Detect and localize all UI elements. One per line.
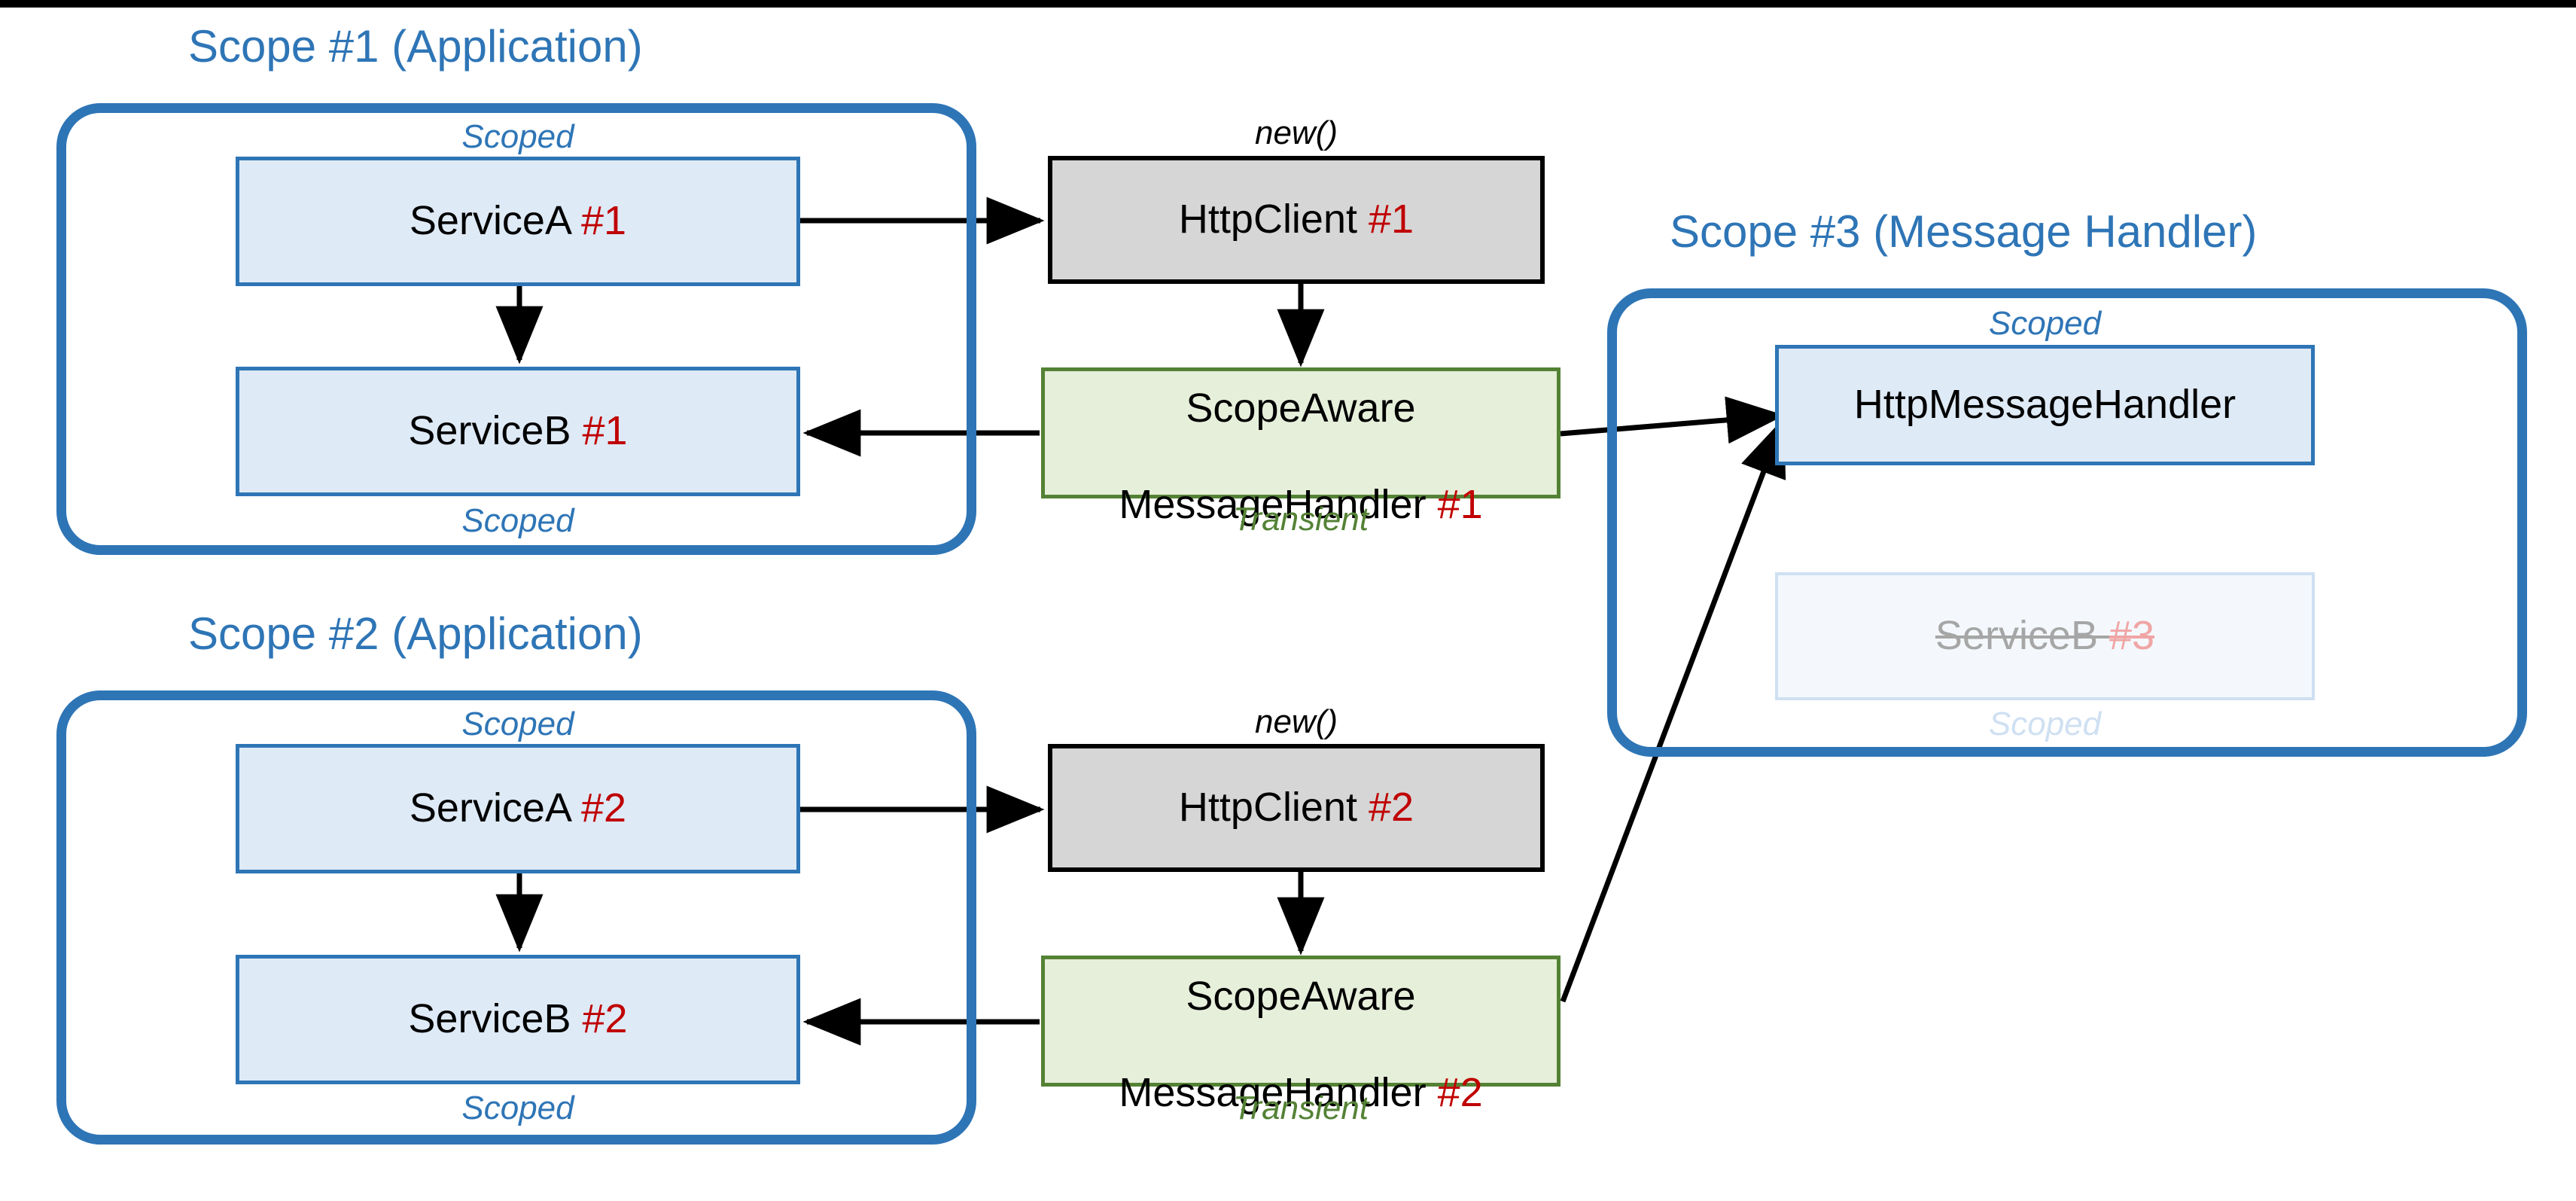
httpClient2-label: HttpClient [1178,785,1369,831]
node-serviceB2[interactable]: ServiceB #2 [236,955,800,1084]
serviceB1-label: ServiceB [408,408,583,454]
node-handler1[interactable]: ScopeAware MessageHandler #1 [1041,367,1561,527]
top-black-strip [0,0,2576,8]
serviceB1-caption: Scoped [461,502,574,539]
node-serviceA1[interactable]: ServiceA #1 [236,157,800,286]
scope2-container [56,690,976,1145]
scope1-container [56,103,976,555]
httpClient1-label: HttpClient [1178,197,1369,242]
serviceB3-number: #3 [2109,613,2155,659]
httpClient1-caption: new() [1254,114,1338,151]
serviceB1-number: #1 [582,408,628,454]
httpMessageHandler-caption: Scoped [1988,305,2102,342]
node-httpClient2[interactable]: HttpClient #2 [1048,744,1545,872]
node-serviceB3[interactable]: ServiceB #3 [1775,572,2315,700]
handler2-number: #2 [1437,1069,1483,1115]
httpMessageHandler-label: HttpMessageHandler [1853,382,2236,428]
httpClient1-number: #1 [1369,197,1414,242]
serviceA2-caption: Scoped [461,706,574,742]
handler1-number: #1 [1437,481,1483,527]
handler1-line2: MessageHandler [1119,481,1438,527]
scope3-container [1607,288,2527,757]
node-serviceB1[interactable]: ServiceB #1 [236,367,800,496]
serviceB2-label: ServiceB [408,996,583,1042]
httpClient2-caption: new() [1254,703,1338,740]
serviceA2-number: #2 [581,785,627,831]
serviceB3-label: ServiceB [1935,613,2109,659]
scope2-title: Scope #2 (Application) [188,608,643,659]
serviceA2-label: ServiceA [409,785,582,831]
serviceB2-caption: Scoped [461,1090,574,1126]
serviceB2-number: #2 [582,996,628,1042]
scope1-title: Scope #1 (Application) [188,21,643,72]
node-httpClient1[interactable]: HttpClient #1 [1048,156,1545,284]
httpClient2-number: #2 [1369,785,1414,831]
node-serviceA2[interactable]: ServiceA #2 [236,744,800,873]
handler2-line2: MessageHandler [1119,1069,1438,1115]
handler2-line1: ScopeAware [1186,974,1416,1020]
serviceA1-label: ServiceA [409,198,582,244]
serviceA1-number: #1 [581,198,627,244]
serviceB3-caption: Scoped [1988,706,2102,742]
handler1-line1: ScopeAware [1186,386,1416,431]
handler2-caption: Transient [1232,1090,1369,1126]
serviceA1-caption: Scoped [461,118,574,155]
node-httpMessageHandler[interactable]: HttpMessageHandler [1775,345,2315,465]
scope3-title: Scope #3 (Message Handler) [1670,206,2258,257]
node-handler2[interactable]: ScopeAware MessageHandler #2 [1041,956,1561,1115]
handler1-caption: Transient [1232,501,1369,538]
